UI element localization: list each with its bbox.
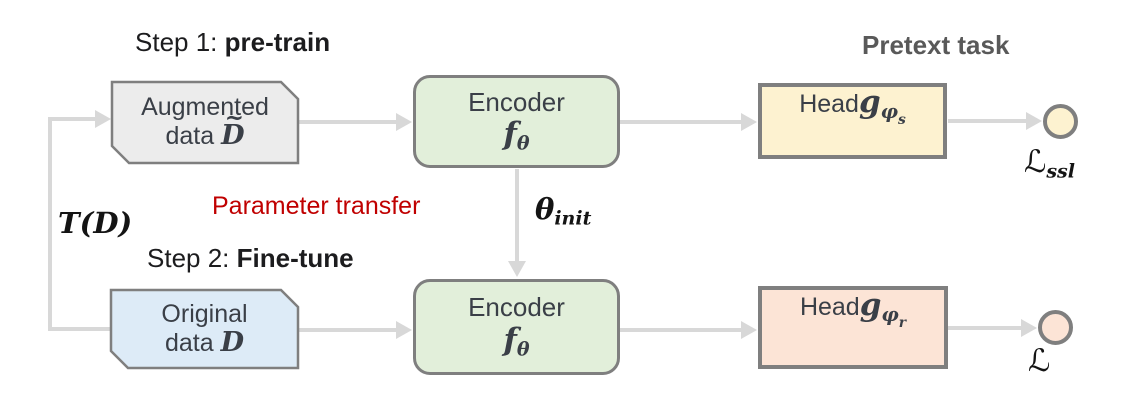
g-letter: g (859, 287, 882, 323)
theta-subscript: θ (516, 338, 530, 361)
d-tilde-symbol: ~D (221, 105, 245, 152)
phi-letter: φ (881, 302, 899, 326)
head-task-node: Head gφr (758, 286, 948, 369)
step1-title-bold: pre-train (224, 27, 331, 57)
arrowhead-augmented-to-encoder (396, 113, 412, 131)
augmented-data-shape (110, 80, 300, 165)
original-data-line2: data D (164, 326, 245, 358)
step2-title-prefix: Step 2: (147, 243, 237, 273)
encoder-finetune-symbol: fθ (503, 321, 530, 361)
arrowhead-parameter-transfer (508, 261, 526, 277)
arrowhead-into-augmented (95, 110, 111, 128)
script-t-symbol: T (58, 206, 80, 240)
encoder-finetune-node: Encoder fθ (413, 279, 620, 375)
original-data-prefix: data (164, 328, 221, 357)
parameter-transfer-label: Parameter transfer (212, 192, 421, 220)
theta-init-label: θinit (535, 192, 591, 230)
f-symbol: f (503, 116, 517, 153)
augmented-data-line1: Augmented (141, 93, 269, 122)
s-subscript: s (898, 111, 906, 128)
g-symbol: gφr (860, 290, 906, 331)
head-task-label: Head (799, 293, 860, 321)
pretext-task-title: Pretext task (862, 30, 1010, 60)
phi-subscript: φs (880, 99, 906, 127)
loss-circle (1038, 310, 1073, 345)
augmented-data-prefix: data (165, 122, 222, 151)
d-symbol: D (221, 120, 245, 152)
augmented-data-node: Augmented data ~D (112, 82, 298, 163)
arrowhead-encoder-to-head-pretext (741, 113, 757, 131)
encoder-finetune-label: Encoder (468, 292, 565, 323)
g-symbol: gφs (859, 87, 906, 128)
arrowhead-original-to-encoder (396, 321, 412, 339)
step2-title: Step 2: Fine-tune (147, 243, 354, 274)
theta-subscript: θ (516, 132, 530, 155)
ssl-subscript: ssl (1046, 160, 1075, 183)
phi-letter: φ (880, 99, 899, 123)
encoder-pretrain-symbol: fθ (503, 117, 529, 155)
step2-title-bold: Fine-tune (236, 243, 354, 273)
r-subscript: r (898, 314, 907, 331)
original-data-line1: Original (161, 299, 248, 328)
script-l-symbol: ℒ (1028, 343, 1051, 379)
tilde-mark: ~ (224, 104, 244, 132)
init-subscript: init (554, 207, 592, 230)
transform-args: (D) (79, 206, 133, 240)
arrowhead-head-to-loss-ssl (1026, 112, 1042, 130)
arrowhead-head-to-loss (1021, 319, 1037, 337)
loss-label: ℒ (1028, 343, 1050, 382)
arrowhead-encoder-to-head-task (741, 321, 757, 339)
elbow-connector (48, 117, 113, 331)
transform-label: T(D) (58, 206, 132, 241)
loss-ssl-label: ℒssl (1024, 144, 1075, 183)
step1-title-prefix: Step 1: (135, 27, 225, 57)
head-pretext-label: Head (799, 90, 859, 118)
encoder-pretrain-label: Encoder (468, 86, 565, 117)
original-data-shape (109, 288, 300, 370)
d-symbol: D (220, 326, 245, 358)
theta-symbol: θ (535, 192, 555, 226)
encoder-pretrain-node: Encoder fθ (413, 75, 620, 168)
f-symbol: f (503, 321, 517, 358)
original-data-node: Original data D (111, 290, 298, 368)
step1-title: Step 1: pre-train (135, 27, 330, 58)
loss-ssl-circle (1043, 104, 1078, 139)
augmented-data-line2: data ~D (165, 105, 245, 152)
head-pretext-node: Head gφs (758, 83, 947, 159)
g-letter: g (858, 84, 881, 120)
script-l-symbol: ℒ (1024, 144, 1047, 180)
phi-subscript: φr (881, 302, 906, 330)
